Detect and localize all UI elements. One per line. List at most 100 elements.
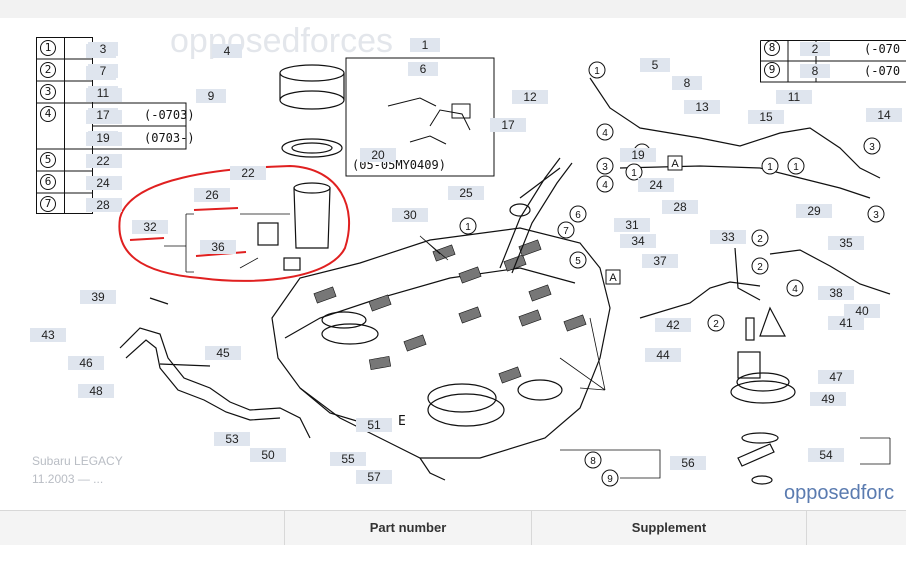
part-label-39[interactable]: 39 — [80, 290, 116, 304]
legend-left — [36, 37, 187, 215]
legend-left-circle-3: 3 — [40, 84, 56, 100]
legend-left-circle-7: 7 — [40, 196, 56, 212]
part-label-35[interactable]: 35 — [828, 236, 864, 250]
part-label-9[interactable]: 9 — [196, 89, 226, 103]
part-label-46[interactable]: 46 — [68, 356, 104, 370]
part-label-19[interactable]: 19 — [620, 148, 656, 162]
part-label-1[interactable]: 1 — [410, 38, 440, 52]
part-label-5[interactable]: 5 — [640, 58, 670, 72]
footer-date: 11.2003 — ... — [32, 472, 104, 486]
part-label-57[interactable]: 57 — [356, 470, 392, 484]
legend-right-circle-9: 9 — [764, 62, 780, 78]
legend-left-note-17: (-0703) — [144, 108, 195, 122]
part-label-50[interactable]: 50 — [250, 448, 286, 462]
table-body — [0, 545, 906, 567]
parts-table-header: Part number Supplement — [0, 510, 906, 546]
part-label-43[interactable]: 43 — [30, 328, 66, 342]
part-label-24[interactable]: 24 — [638, 178, 674, 192]
legend-left-circle-4: 4 — [40, 106, 56, 122]
part-label-55[interactable]: 55 — [330, 452, 366, 466]
legend-left-value-7: 7 — [88, 64, 118, 78]
part-label-20[interactable]: 20 — [360, 148, 396, 162]
part-label-40[interactable]: 40 — [844, 304, 880, 318]
legend-right-grid — [760, 40, 906, 83]
part-label-42[interactable]: 42 — [655, 318, 691, 332]
legend-right — [760, 40, 906, 84]
part-label-11[interactable]: 11 — [776, 90, 812, 104]
part-label-48[interactable]: 48 — [78, 384, 114, 398]
svg-text:7: 7 — [563, 226, 569, 237]
svg-text:1: 1 — [793, 162, 799, 173]
legend-left-circle-1: 1 — [40, 40, 56, 56]
col-extra — [807, 511, 906, 545]
brand-logo: opposedforc — [784, 482, 894, 505]
part-label-22[interactable]: 22 — [230, 166, 266, 180]
legend-left-circle-6: 6 — [40, 174, 56, 190]
svg-text:2: 2 — [757, 262, 763, 273]
part-label-47[interactable]: 47 — [818, 370, 854, 384]
top-strip — [0, 0, 906, 18]
part-label-13[interactable]: 13 — [684, 100, 720, 114]
svg-text:3: 3 — [602, 162, 608, 173]
part-label-49[interactable]: 49 — [810, 392, 846, 406]
legend-left-value-19: 19 — [88, 131, 118, 145]
part-label-25[interactable]: 25 — [448, 186, 484, 200]
part-label-53[interactable]: 53 — [214, 432, 250, 446]
part-label-33[interactable]: 33 — [710, 230, 746, 244]
parts-diagram: 1 4 3 4 1 1 6 7 5 1 2 2 2 4 1 1 3 3 8 9 … — [0, 18, 906, 508]
diagram-drawing: 1 4 3 4 1 1 6 7 5 1 2 2 2 4 1 1 3 3 8 9 … — [118, 57, 891, 487]
svg-text:6: 6 — [575, 210, 581, 221]
part-label-41[interactable]: 41 — [828, 316, 864, 330]
part-label-51[interactable]: 51 — [356, 418, 392, 432]
svg-text:1: 1 — [631, 168, 637, 179]
part-label-31[interactable]: 31 — [614, 218, 650, 232]
part-label-29[interactable]: 29 — [796, 204, 832, 218]
part-label-30[interactable]: 30 — [392, 208, 428, 222]
svg-text:2: 2 — [757, 234, 763, 245]
legend-left-value-22: 22 — [88, 154, 118, 168]
legend-left-note-19: (0703-) — [144, 131, 195, 145]
legend-left-grid — [36, 37, 187, 214]
svg-text:2: 2 — [713, 319, 719, 330]
legend-left-circle-5: 5 — [40, 152, 56, 168]
legend-right-value-8: 8 — [800, 64, 830, 78]
legend-left-value-28: 28 — [88, 198, 118, 212]
part-label-26[interactable]: 26 — [194, 188, 230, 202]
legend-left-value-11: 11 — [88, 86, 118, 100]
legend-left-value-3: 3 — [88, 42, 118, 56]
part-label-15[interactable]: 15 — [748, 110, 784, 124]
footer-model: Subaru LEGACY — [32, 454, 123, 468]
part-label-14[interactable]: 14 — [866, 108, 902, 122]
svg-text:1: 1 — [767, 162, 773, 173]
part-label-8[interactable]: 8 — [672, 76, 702, 90]
svg-text:5: 5 — [575, 256, 581, 267]
svg-text:4: 4 — [792, 284, 798, 295]
part-label-32[interactable]: 32 — [132, 220, 168, 234]
col-supplement[interactable]: Supplement — [532, 511, 807, 545]
part-label-44[interactable]: 44 — [645, 348, 681, 362]
part-label-36[interactable]: 36 — [200, 240, 236, 254]
part-label-17[interactable]: 17 — [490, 118, 526, 132]
brand-text: opposedforc — [784, 482, 895, 504]
part-label-38[interactable]: 38 — [818, 286, 854, 300]
part-label-45[interactable]: 45 — [205, 346, 241, 360]
col-blank — [0, 511, 285, 545]
svg-text:9: 9 — [607, 474, 613, 485]
legend-left-circle-2: 2 — [40, 62, 56, 78]
part-label-4[interactable]: 4 — [212, 44, 242, 58]
svg-text:3: 3 — [869, 142, 875, 153]
watermark: opposedforces — [170, 22, 394, 60]
col-part-number[interactable]: Part number — [285, 511, 532, 545]
svg-text:A: A — [671, 158, 679, 170]
part-label-34[interactable]: 34 — [620, 234, 656, 248]
legend-right-value-2: 2 — [800, 42, 830, 56]
part-label-28[interactable]: 28 — [662, 200, 698, 214]
part-label-12[interactable]: 12 — [512, 90, 548, 104]
part-label-56[interactable]: 56 — [670, 456, 706, 470]
part-label-54[interactable]: 54 — [808, 448, 844, 462]
part-label-6[interactable]: 6 — [408, 62, 438, 76]
legend-right-circle-8: 8 — [764, 40, 780, 56]
letter-e: E — [398, 414, 406, 429]
part-label-37[interactable]: 37 — [642, 254, 678, 268]
svg-text:8: 8 — [590, 456, 596, 467]
